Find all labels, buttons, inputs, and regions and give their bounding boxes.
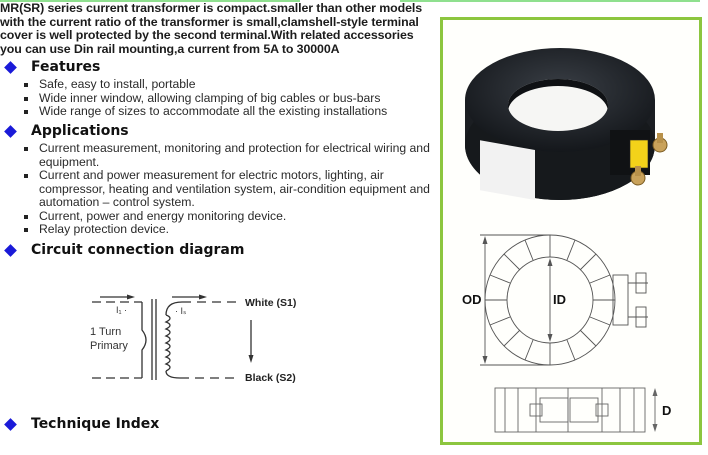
circuit-diagram: I₁ · · Iₛ 1 Turn Primary White (S1) Blac… bbox=[90, 294, 296, 384]
top-divider bbox=[0, 0, 300, 2]
transformer-photo bbox=[465, 48, 668, 200]
black-s2-label: Black (S2) bbox=[245, 372, 296, 384]
list-item: Current, power and energy monitoring dev… bbox=[22, 209, 432, 224]
features-heading: Features bbox=[4, 59, 100, 75]
technique-title: Technique Index bbox=[31, 416, 160, 432]
applications-title: Applications bbox=[31, 123, 129, 139]
d-label: D bbox=[662, 403, 671, 418]
features-list: Safe, easy to install, portable Wide inn… bbox=[22, 77, 432, 119]
list-item: Wide range of sizes to accommodate all t… bbox=[22, 104, 432, 119]
intro-paragraph: MR(SR) series current transformer is com… bbox=[0, 1, 430, 56]
list-item: Safe, easy to install, portable bbox=[22, 77, 432, 92]
diamond-bullet-icon bbox=[4, 60, 17, 74]
diamond-bullet-icon bbox=[4, 124, 17, 138]
primary-label-line1: 1 Turn bbox=[90, 326, 121, 338]
intro-lead: MR(SR) series bbox=[0, 1, 83, 15]
applications-heading: Applications bbox=[4, 123, 129, 139]
id-label: ID bbox=[553, 292, 566, 307]
diamond-bullet-icon bbox=[4, 243, 17, 257]
primary-label-line2: Primary bbox=[90, 340, 128, 352]
applications-list: Current measurement, monitoring and prot… bbox=[22, 141, 432, 237]
primary-current-label: I₁ · bbox=[116, 305, 127, 315]
technique-heading: Technique Index bbox=[4, 416, 159, 432]
list-item: Current and power measurement for electr… bbox=[22, 168, 432, 210]
circuit-heading: Circuit connection diagram bbox=[4, 242, 244, 258]
side-view-drawing: D bbox=[494, 387, 671, 433]
top-view-drawing: OD ID bbox=[462, 234, 648, 366]
list-item: Wide inner window, allowing clamping of … bbox=[22, 91, 432, 106]
intro-text: current transformer is compact.smaller t… bbox=[0, 1, 422, 56]
list-item: Current measurement, monitoring and prot… bbox=[22, 141, 432, 169]
circuit-title: Circuit connection diagram bbox=[31, 242, 245, 258]
white-s1-label: White (S1) bbox=[245, 297, 296, 309]
diamond-bullet-icon bbox=[4, 417, 17, 431]
features-title: Features bbox=[31, 59, 101, 75]
top-divider-right bbox=[400, 0, 700, 2]
list-item: Relay protection device. bbox=[22, 222, 432, 237]
secondary-current-label: · Iₛ bbox=[175, 306, 186, 316]
od-label: OD bbox=[462, 292, 482, 307]
